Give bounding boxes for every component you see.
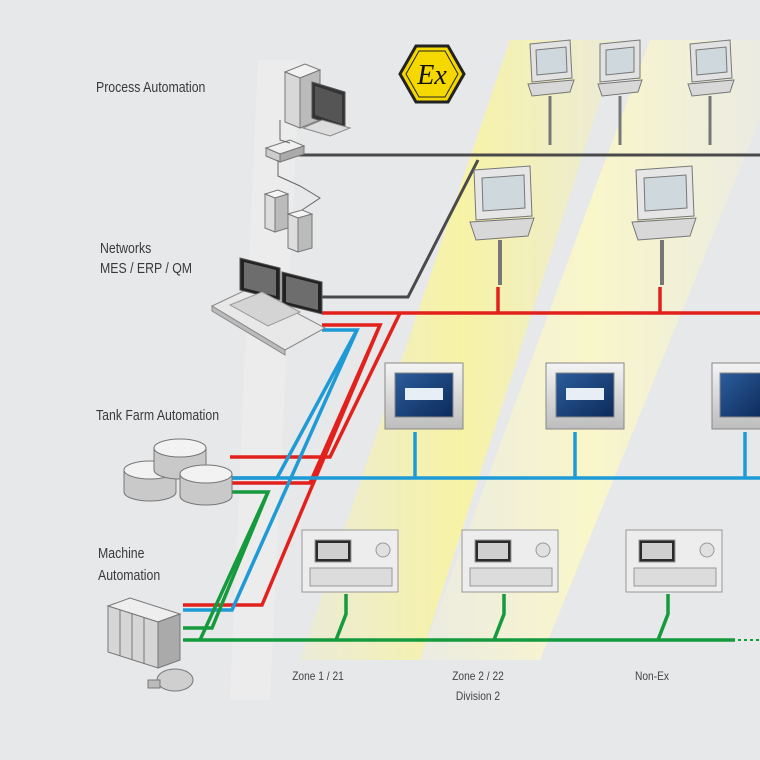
label-zone1: Zone 1 / 21 [292, 669, 344, 683]
green-bus [183, 490, 735, 642]
keypad-panel-2 [461, 529, 559, 593]
label-machine: Machine [98, 545, 145, 562]
pc-cable-2 [277, 160, 321, 211]
label-division2: Division 2 [455, 689, 501, 703]
zone1-band [300, 40, 620, 660]
ex-symbol-text: Ex [416, 60, 447, 91]
red-bus [183, 287, 760, 607]
hmi-panel-1 [384, 362, 464, 430]
mid-panel-pc-1 [469, 165, 535, 285]
hmi-panel-2 [545, 362, 625, 430]
hmi-panel-3 [711, 362, 760, 430]
pc-tower-icon [283, 63, 352, 137]
tank-icon [123, 438, 233, 506]
keypad-panel-1 [301, 529, 399, 593]
label-zone2: Zone 2 / 22 [452, 669, 504, 683]
label-tank-farm-automation: Tank Farm Automation [96, 407, 220, 424]
ex-symbol [398, 44, 466, 104]
server-icon [263, 189, 314, 253]
label-mes-erp-qm: MES / ERP / QM [100, 260, 193, 277]
pc-cable [279, 120, 291, 144]
label-automation: Automation [98, 567, 161, 584]
top-panel-pc-2 [597, 39, 643, 145]
label-process-automation: Process Automation [96, 79, 206, 96]
label-networks: Networks [100, 240, 152, 257]
workstation-icon [210, 257, 327, 356]
plc-rack-icon [106, 597, 194, 692]
keypad-panel-3 [625, 529, 723, 593]
switch-icon [264, 139, 306, 163]
top-panel-pc-3 [687, 39, 735, 145]
ethernet-bus [297, 153, 760, 299]
mid-panel-pc-2 [631, 165, 697, 285]
top-panel-pc-1 [527, 39, 575, 145]
label-nonex: Non-Ex [634, 669, 669, 683]
blue-bus [183, 328, 760, 612]
